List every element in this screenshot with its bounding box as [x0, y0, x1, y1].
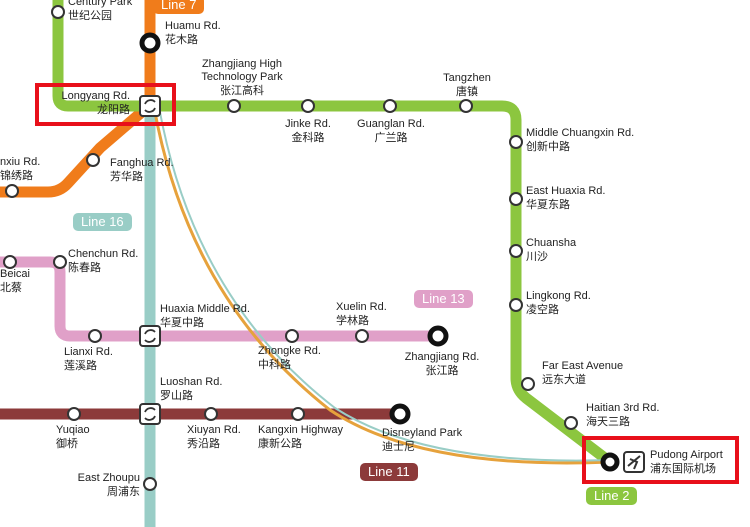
line-2-track — [52, 0, 614, 467]
label-luoshan: Luoshan Rd.罗山路 — [160, 376, 223, 402]
label-lianxi: Lianxi Rd.莲溪路 — [64, 346, 113, 372]
line-7-badge: Line 7 — [153, 0, 205, 14]
label-lingkong: Lingkong Rd.凌空路 — [526, 290, 591, 316]
label-middle-chuangxin: Middle Chuangxin Rd.创新中路 — [526, 127, 635, 153]
station-beicai[interactable] — [3, 255, 17, 269]
maglev-track-inner — [159, 111, 611, 462]
airplane-icon — [623, 451, 645, 473]
label-huaxia-middle: Huaxia Middle Rd.华夏中路 — [160, 303, 250, 329]
label-haitian: Haitian 3rd Rd.海天三路 — [586, 402, 660, 428]
station-jinxiu[interactable] — [5, 184, 19, 198]
highlight-longyang — [35, 83, 176, 126]
interchange-huaxia-middle[interactable] — [139, 325, 161, 347]
label-zhongke: Zhongke Rd.中科路 — [258, 345, 321, 371]
station-chuansha[interactable] — [509, 244, 523, 258]
interchange-arrows-glyph — [144, 407, 156, 421]
label-fanghua: Fanghua Rd.芳华路 — [110, 157, 174, 183]
station-zhangjiang-hitech[interactable] — [227, 99, 241, 113]
maglev-track — [153, 111, 611, 465]
station-kangxin[interactable] — [291, 407, 305, 421]
station-tangzhen[interactable] — [459, 99, 473, 113]
interchange-arrows-glyph — [144, 99, 156, 113]
station-east-huaxia[interactable] — [509, 192, 523, 206]
station-jinke[interactable] — [301, 99, 315, 113]
station-xuelin[interactable] — [355, 329, 369, 343]
label-xiuyan: Xiuyan Rd.秀沿路 — [187, 424, 241, 450]
station-chenchun[interactable] — [53, 255, 67, 269]
terminal-pudong-airport[interactable] — [600, 452, 620, 472]
station-far-east[interactable] — [521, 377, 535, 391]
line-2-badge: Line 2 — [586, 487, 638, 505]
station-haitian[interactable] — [564, 416, 578, 430]
interchange-longyang[interactable] — [139, 95, 161, 117]
station-century-park[interactable] — [51, 5, 65, 19]
terminal-huamu[interactable] — [139, 32, 161, 54]
interchange-arrows-icon — [139, 325, 161, 347]
label-jinke: Jinke Rd.金科路 — [285, 118, 331, 144]
label-east-huaxia: East Huaxia Rd.华夏东路 — [526, 185, 606, 211]
station-fanghua[interactable] — [86, 153, 100, 167]
station-guanglan[interactable] — [383, 99, 397, 113]
label-xuelin: Xuelin Rd.学林路 — [336, 301, 387, 327]
line-16-badge: Line 16 — [73, 213, 132, 231]
station-lianxi[interactable] — [88, 329, 102, 343]
label-huamu: Huamu Rd.花木路 — [165, 20, 221, 46]
label-chenchun: Chenchun Rd.陈春路 — [68, 248, 139, 274]
interchange-luoshan[interactable] — [139, 403, 161, 425]
station-zhongke[interactable] — [285, 329, 299, 343]
interchange-arrows-icon — [139, 403, 161, 425]
label-zhangjiang: Zhangjiang Rd.张江路 — [404, 351, 480, 377]
label-guanglan: Guanglan Rd.广兰路 — [357, 118, 425, 144]
label-longyang: Longyang Rd.龙阳路 — [61, 90, 131, 116]
line-11-badge: Line 11 — [360, 463, 418, 481]
station-east-zhoupu[interactable] — [143, 477, 157, 491]
line-13-badge: Line 13 — [414, 290, 473, 308]
terminal-disneyland[interactable] — [389, 403, 411, 425]
station-middle-chuangxin[interactable] — [509, 135, 523, 149]
label-jinxiu: nxiu Rd.锦绣路 — [0, 156, 41, 182]
highlight-pudong-airport — [582, 436, 739, 484]
terminal-zhangjiang[interactable] — [427, 325, 449, 347]
interchange-arrows-glyph — [144, 329, 156, 343]
station-xiuyan[interactable] — [204, 407, 218, 421]
station-lingkong[interactable] — [509, 298, 523, 312]
station-yuqiao[interactable] — [67, 407, 81, 421]
